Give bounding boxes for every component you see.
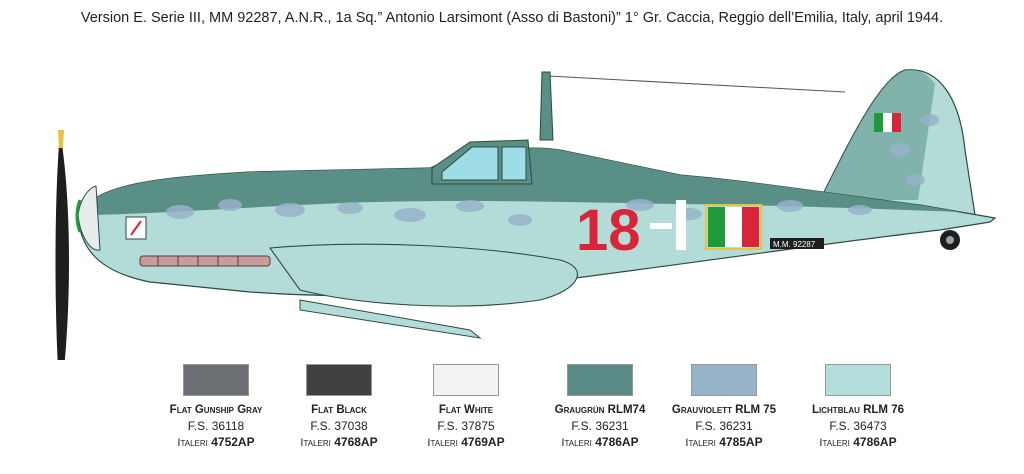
swatch-fs: F.S. 36231 (571, 419, 629, 433)
spinner (77, 185, 101, 251)
code-bar (676, 200, 686, 250)
prop-tip-top (58, 130, 64, 148)
swatch-code: Italeri 4769AP (427, 435, 505, 449)
swatch-flat-gunship-gray (183, 364, 249, 396)
aircraft-serial: M.M. 92287 (773, 240, 816, 249)
swatch-name: Flat White (438, 404, 494, 416)
aircraft-code-number: 18 (576, 198, 641, 263)
swatch-code: Italeri 4752AP (177, 435, 255, 449)
swatch-flat-white (433, 364, 499, 396)
swatch-label-grauviolett-rlm75: Grauviolett RLM 75 F.S. 36231 Italeri 47… (649, 402, 799, 451)
swatch-name: Flat Black (311, 404, 367, 416)
canopy-glass-rear (501, 146, 527, 181)
tail-fin-camo (820, 69, 935, 201)
swatch-code: Italeri 4768AP (300, 435, 378, 449)
code-dash (650, 223, 672, 229)
camouflage-spots (166, 114, 939, 226)
swatch-name: Grauviolett RLM 75 (671, 404, 777, 416)
nose-ring (75, 199, 82, 233)
swatch-lichtblau-rlm76 (825, 364, 891, 396)
swatch-label-flat-gunship-gray: Flat Gunship Gray F.S. 36118 Italeri 475… (141, 402, 291, 451)
aircraft-profile: 18 M.M. 92287 (55, 69, 997, 360)
swatch-grauviolett-rlm75 (691, 364, 757, 396)
swatch-label-graugrun-rlm74: Graugrün RLM74 F.S. 36231 Italeri 4786AP (525, 402, 675, 451)
swatch-name: Graugrün RLM74 (554, 404, 646, 416)
tail-flag (874, 113, 901, 132)
swatch-name: Flat Gunship Gray (169, 404, 263, 416)
squadron-emblem (125, 216, 147, 240)
swatch-label-flat-white: Flat White F.S. 37875 Italeri 4769AP (391, 402, 541, 451)
swatch-fs: F.S. 36231 (695, 419, 753, 433)
propeller (55, 132, 69, 360)
profile-caption: Version E. Serie III, MM 92287, A.N.R., … (80, 10, 944, 26)
swatch-fs: F.S. 36118 (187, 419, 245, 433)
swatch-label-flat-black: Flat Black F.S. 37038 Italeri 4768AP (264, 402, 414, 451)
swatch-code: Italeri 4786AP (819, 435, 897, 449)
fuselage-flag (705, 204, 762, 250)
wing-root (299, 299, 482, 339)
swatch-graugrun-rlm74 (567, 364, 633, 396)
antenna-mast (539, 71, 554, 141)
swatch-fs: F.S. 37038 (310, 419, 368, 433)
antenna-wire (547, 75, 846, 93)
swatch-label-lichtblau-rlm76: Lichtblau RLM 76 F.S. 36473 Italeri 4786… (783, 402, 933, 451)
canopy-glass-front (441, 146, 499, 181)
serial-plate (770, 238, 824, 249)
swatch-code: Italeri 4785AP (685, 435, 763, 449)
wing (268, 243, 578, 307)
swatch-flat-black (306, 364, 372, 396)
swatch-name: Lichtblau RLM 76 (812, 404, 904, 416)
exhaust-stacks (139, 255, 271, 267)
swatch-code: Italeri 4786AP (561, 435, 639, 449)
swatch-fs: F.S. 36473 (829, 419, 887, 433)
tail-wheel-hub (946, 236, 954, 244)
swatch-fs: F.S. 37875 (437, 419, 495, 433)
